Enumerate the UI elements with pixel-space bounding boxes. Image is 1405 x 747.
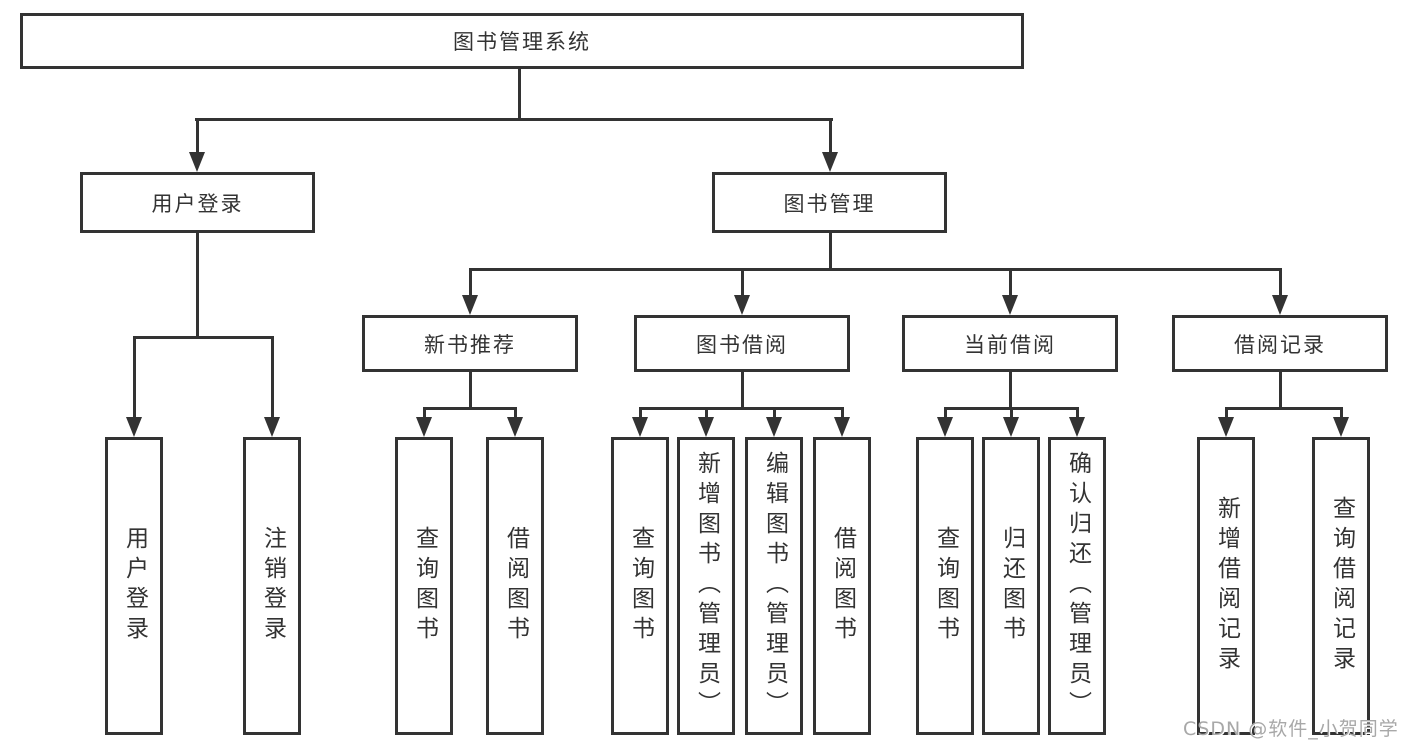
connector-current-stem (1009, 372, 1012, 407)
connector-current-drop-2 (1010, 407, 1013, 419)
connector-current-drop-1 (944, 407, 947, 419)
arrow-down-icon (937, 417, 953, 437)
leaf-query-books-current-label: 查询图书 (932, 526, 959, 646)
arrow-down-icon (734, 295, 750, 315)
leaf-query-books-borrow: 查询图书 (611, 437, 669, 735)
connector-records-drop-1 (1225, 407, 1228, 419)
leaf-confirm-return-admin-label: 确认归还（管理员） (1064, 451, 1091, 721)
node-new-book-recommend: 新书推荐 (362, 315, 578, 372)
connector-userlogin-drop-1 (133, 336, 136, 419)
connector-recommend-drop-1 (423, 407, 426, 419)
arrow-down-icon (1218, 417, 1234, 437)
leaf-edit-book-admin-label: 编辑图书（管理员） (761, 451, 788, 721)
node-book-management-label: 图书管理 (783, 191, 876, 216)
arrow-down-icon (698, 417, 714, 437)
connector-current-drop-3 (1076, 407, 1079, 419)
node-user-login-label: 用户登录 (151, 191, 244, 216)
connector-borrow-drop-2 (705, 407, 708, 419)
leaf-borrow-books-recommend-label: 借阅图书 (502, 526, 529, 646)
leaf-confirm-return-admin: 确认归还（管理员） (1048, 437, 1106, 735)
node-borrow-records: 借阅记录 (1172, 315, 1388, 372)
leaf-return-books-label: 归还图书 (998, 526, 1025, 646)
connector-recommend-drop-2 (514, 407, 517, 419)
arrow-down-icon (766, 417, 782, 437)
leaf-query-borrow-record: 查询借阅记录 (1312, 437, 1370, 735)
node-book-borrow: 图书借阅 (634, 315, 850, 372)
arrow-down-icon (462, 295, 478, 315)
connector-userlogin-bar (133, 336, 274, 339)
arrow-down-icon (507, 417, 523, 437)
arrow-down-icon (1002, 295, 1018, 315)
leaf-query-books-recommend-label: 查询图书 (411, 526, 438, 646)
node-borrow-records-label: 借阅记录 (1234, 332, 1326, 357)
connector-borrow-bar (639, 407, 844, 410)
node-root: 图书管理系统 (20, 13, 1024, 69)
leaf-user-login-label: 用户登录 (121, 526, 148, 646)
connector-recommend-stem (469, 372, 472, 407)
connector-records-drop-2 (1340, 407, 1343, 419)
connector-borrow-drop-4 (841, 407, 844, 419)
leaf-borrow-books-label: 借阅图书 (829, 526, 856, 646)
node-book-borrow-label: 图书借阅 (696, 332, 788, 357)
arrow-down-icon (416, 417, 432, 437)
node-root-label: 图书管理系统 (453, 30, 591, 54)
connector-borrow-drop-1 (639, 407, 642, 419)
connector-borrow-stem (741, 372, 744, 407)
connector-root-drop-right (829, 118, 832, 154)
arrow-down-icon (1069, 417, 1085, 437)
connector-userlogin-stem (196, 233, 199, 336)
arrow-down-icon (1003, 417, 1019, 437)
arrow-down-icon (822, 152, 838, 172)
connector-bookmgmt-stem (829, 233, 832, 268)
arrow-down-icon (632, 417, 648, 437)
leaf-borrow-books-recommend: 借阅图书 (486, 437, 544, 735)
leaf-logout-label: 注销登录 (259, 526, 286, 646)
arrow-down-icon (1333, 417, 1349, 437)
connector-root-bar (195, 118, 833, 121)
leaf-query-books-recommend: 查询图书 (395, 437, 453, 735)
connector-bookmgmt-bar (469, 268, 1282, 271)
connector-root-drop-left (196, 118, 199, 154)
connector-root-stem (518, 69, 521, 118)
connector-bookmgmt-drop-3 (1009, 268, 1012, 297)
connector-userlogin-drop-2 (271, 336, 274, 419)
leaf-borrow-books: 借阅图书 (813, 437, 871, 735)
arrow-down-icon (264, 417, 280, 437)
leaf-user-login: 用户登录 (105, 437, 163, 735)
leaf-add-borrow-record: 新增借阅记录 (1197, 437, 1255, 735)
node-current-borrow: 当前借阅 (902, 315, 1118, 372)
arrow-down-icon (126, 417, 142, 437)
csdn-watermark: CSDN @软件_小贺同学 (1183, 718, 1399, 740)
leaf-add-book-admin: 新增图书（管理员） (677, 437, 735, 735)
leaf-query-books-current: 查询图书 (916, 437, 974, 735)
connector-bookmgmt-drop-4 (1279, 268, 1282, 297)
node-book-management: 图书管理 (712, 172, 947, 233)
arrow-down-icon (1272, 295, 1288, 315)
arrow-down-icon (834, 417, 850, 437)
connector-bookmgmt-drop-1 (469, 268, 472, 297)
leaf-query-borrow-record-label: 查询借阅记录 (1328, 496, 1355, 676)
leaf-edit-book-admin: 编辑图书（管理员） (745, 437, 803, 735)
node-user-login: 用户登录 (80, 172, 315, 233)
leaf-add-book-admin-label: 新增图书（管理员） (693, 451, 720, 721)
node-current-borrow-label: 当前借阅 (964, 332, 1056, 357)
connector-bookmgmt-drop-2 (741, 268, 744, 297)
leaf-return-books: 归还图书 (982, 437, 1040, 735)
connector-recommend-bar (423, 407, 517, 410)
leaf-query-books-borrow-label: 查询图书 (627, 526, 654, 646)
connector-records-bar (1225, 407, 1343, 410)
connector-records-stem (1279, 372, 1282, 407)
node-new-book-recommend-label: 新书推荐 (424, 332, 516, 357)
arrow-down-icon (189, 152, 205, 172)
leaf-add-borrow-record-label: 新增借阅记录 (1213, 496, 1240, 676)
leaf-logout: 注销登录 (243, 437, 301, 735)
connector-borrow-drop-3 (773, 407, 776, 419)
